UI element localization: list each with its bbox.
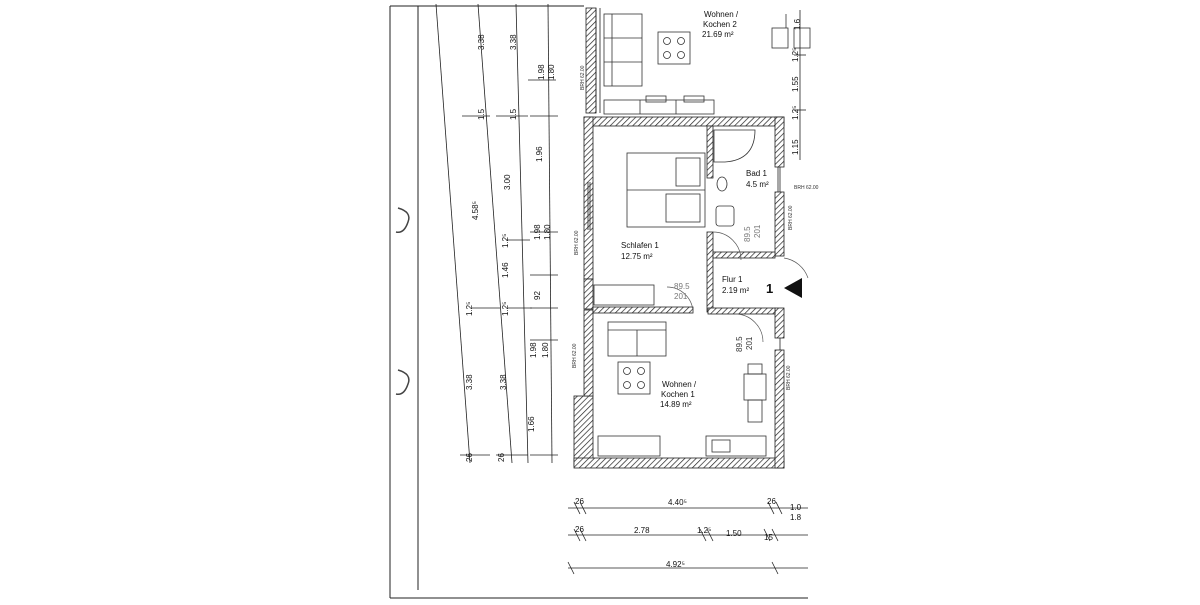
room-schlafen1-area: 12.75 m² (621, 252, 653, 261)
dim-left-col2-6: 3.38 (499, 374, 508, 390)
dim-bottom-row2-2: 1.2⁵ (697, 526, 711, 535)
dim-left-col3-2: 1.96 (535, 146, 544, 162)
exterior-walls (573, 116, 785, 469)
dim-left-col1-5: 26 (465, 453, 474, 462)
chair-icon (771, 14, 811, 49)
bathroom-fixtures (713, 129, 756, 227)
brh-label-left-schlafen: BRH 62.00 (574, 230, 580, 255)
dim-bottom-row1b: 1.8 (790, 513, 802, 522)
page-border (389, 5, 808, 599)
dim-left-col2-1: 1.5 (509, 108, 518, 120)
dim-bottom-row3-0: 4.92⁵ (666, 560, 685, 569)
sofa-icon (603, 13, 643, 87)
dim-left-col3-1: 1.80 (547, 64, 556, 80)
door2-width: 89.5 (674, 282, 690, 291)
dim-left-col2-3: 1.2⁵ (501, 234, 510, 248)
room-wohnen1-area: 14.89 m² (660, 400, 692, 409)
dim-left-col3-3: 1.98 (533, 224, 542, 240)
room-wohnen1-name2: Kochen 1 (661, 390, 695, 399)
entrance-arrow-icon (784, 278, 802, 298)
dim-left-col3-6: 1.98 (529, 342, 538, 358)
door-swings (666, 231, 809, 343)
room-flur1-area: 2.19 m² (722, 286, 749, 295)
dim-left-col3-7: 1.80 (541, 342, 550, 358)
dim-left-col2-7: 26 (497, 453, 506, 462)
brh-label-right-bad: BRH 62.00 (788, 205, 794, 230)
dim-left-col1-2: 4.58⁵ (471, 201, 480, 220)
dim-left-col2-5: 1.2⁵ (501, 302, 510, 316)
bed-icon (626, 152, 706, 228)
dim-left-col2-0: 3.38 (509, 34, 518, 50)
dim-left-col2-2: 3.00 (503, 174, 512, 190)
brh-label-right-top: BRH 62.00 (794, 185, 819, 191)
dim-bottom-row2-3: 1.50 (726, 529, 742, 538)
room-schlafen1-name: Schlafen 1 (621, 241, 659, 250)
room-wohnen1-name1: Wohnen / (662, 380, 697, 389)
dim-left-col3-0: 1.98 (537, 64, 546, 80)
room-bad1-name: Bad 1 (746, 169, 767, 178)
brh-label-left-wohnen: BRH 62.00 (572, 343, 578, 368)
door2-height: 201 (674, 292, 688, 301)
wardrobe-icon (593, 284, 655, 306)
dim-bottom-row1-1: 4.40⁵ (668, 498, 687, 507)
sofa-icon-2 (607, 321, 667, 357)
dim-left-col1-3: 1.2⁵ (465, 302, 474, 316)
brh-label-right-wohnen: BRH 62.00 (786, 365, 792, 390)
dim-left-col3-5: 92 (533, 291, 542, 300)
entrance-number: 1 (766, 281, 773, 296)
dim-bottom-row1-3: 1.0 (790, 503, 802, 512)
room-wohnen-kochen-2: Wohnen / Kochen 2 21.69 m² BRH 62.00 (580, 7, 811, 115)
bench-icon (603, 95, 715, 115)
shower-icon (713, 129, 756, 163)
binder-hole-bottom (395, 369, 410, 396)
dim-bottom-row2-1: 2.78 (634, 526, 650, 535)
dim-right-4: 1.15 (791, 139, 800, 155)
room-bad1-area: 4.5 m² (746, 180, 769, 189)
door1-width: 89.5 (743, 226, 752, 242)
dim-bottom-row1-2: 26 (767, 497, 776, 506)
room-wohnen2-name1: Wohnen / (704, 10, 739, 19)
room-wohnen2-name2: Kochen 2 (703, 20, 737, 29)
dim-bottom-row2-0: 26 (575, 525, 584, 534)
dim-bottom-row2-4: 15 (764, 533, 773, 542)
binder-hole-top (395, 207, 410, 234)
table-chairs-icon (743, 363, 767, 423)
stove-icon-2 (617, 361, 651, 395)
dim-bottom-row1-0: 26 (575, 497, 584, 506)
dim-right-0: 1.6 (793, 18, 802, 30)
dim-left-col1-4: 3.38 (465, 374, 474, 390)
dim-right-3: 1.2⁵ (791, 106, 800, 120)
toilet-icon (716, 176, 728, 192)
dim-left-col2-4: 1.46 (501, 262, 510, 278)
dim-right-2: 1.55 (791, 76, 800, 92)
right-dimension-lines (794, 10, 806, 160)
dim-left-col3-4: 1.80 (543, 224, 552, 240)
door3-width: 89.5 (735, 336, 744, 352)
bottom-dimension-lines (567, 501, 808, 575)
window-markers (587, 167, 781, 350)
kitchen-counter-icon (597, 435, 767, 457)
brh-label-top: BRH 62.00 (580, 65, 586, 90)
dim-left-col1-0: 3.38 (477, 34, 486, 50)
left-dimension-lines (435, 3, 558, 464)
door3-height: 201 (745, 336, 754, 350)
sink-icon (715, 205, 735, 227)
dim-left-col3-8: 1.66 (527, 416, 536, 432)
dim-left-col1-1: 1.5 (477, 108, 486, 120)
dim-right-1: 1.2⁵ (791, 48, 800, 62)
stove-icon (657, 31, 691, 65)
room-wohnen2-area: 21.69 m² (702, 30, 734, 39)
door1-height: 201 (753, 224, 762, 238)
room-flur1-name: Flur 1 (722, 275, 743, 284)
